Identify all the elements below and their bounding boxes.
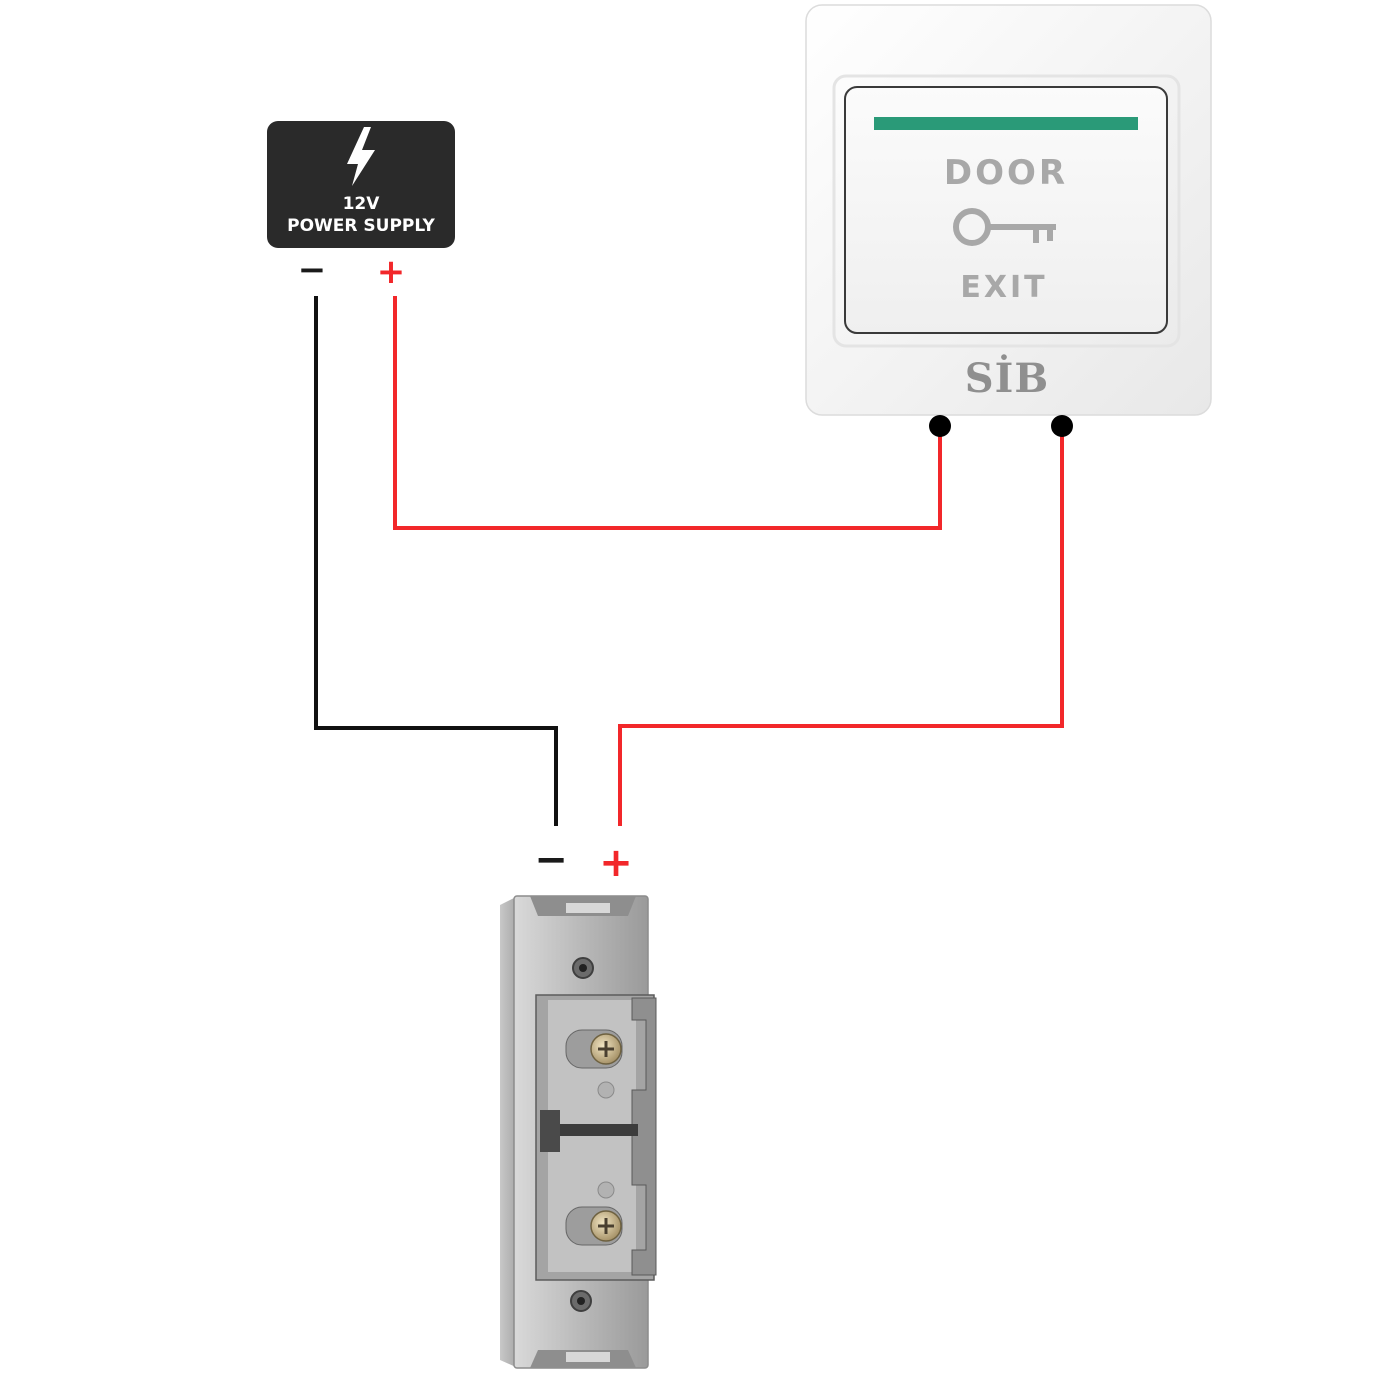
power-supply-label: POWER SUPPLY <box>287 216 435 236</box>
lock-dimple-lower <box>597 1181 615 1199</box>
lock-top-slot <box>566 903 610 913</box>
lightning-bolt-icon <box>347 127 375 186</box>
exit-button-label-exit: EXIT <box>960 270 1047 305</box>
power-supply-body <box>267 121 455 248</box>
wires <box>314 296 1064 826</box>
exit-button: DOOR EXIT SİB <box>805 4 1212 437</box>
power-supply-positive-sign: + <box>377 252 406 292</box>
power-supply-negative-sign: − <box>298 250 327 290</box>
negative-wire <box>314 296 558 826</box>
exit-button-press-area[interactable] <box>844 86 1168 334</box>
lock-mounting-hole-bottom-center <box>577 1297 585 1305</box>
strike-lock: − + <box>500 837 657 1369</box>
lock-screw-lower-cross <box>598 1218 614 1234</box>
lock-screw-upper-cross <box>598 1041 614 1057</box>
lock-mounting-hole-top-center <box>579 964 587 972</box>
exit-button-indicator <box>874 117 1138 130</box>
positive-wire-psu-to-button <box>393 296 942 530</box>
lock-bottom-slot <box>566 1352 610 1362</box>
lock-hinge-pin <box>540 1110 560 1152</box>
exit-button-brand-logo: SİB <box>965 355 1049 402</box>
lock-positive-sign: + <box>599 840 633 886</box>
exit-button-terminal-left <box>929 415 951 437</box>
exit-button-label-door: DOOR <box>944 153 1068 193</box>
power-supply-voltage: 12V <box>343 194 381 214</box>
lock-latch-bracket <box>631 997 657 1276</box>
lock-negative-sign: − <box>534 837 568 883</box>
lock-dimple-upper <box>597 1081 615 1099</box>
positive-wire-button-to-lock <box>618 428 1064 826</box>
exit-button-terminal-right <box>1051 415 1073 437</box>
power-supply: 12V POWER SUPPLY − + <box>267 121 455 292</box>
lock-hinge-bar <box>560 1124 638 1136</box>
exit-button-bezel <box>832 74 1181 348</box>
key-icon <box>953 208 1056 246</box>
